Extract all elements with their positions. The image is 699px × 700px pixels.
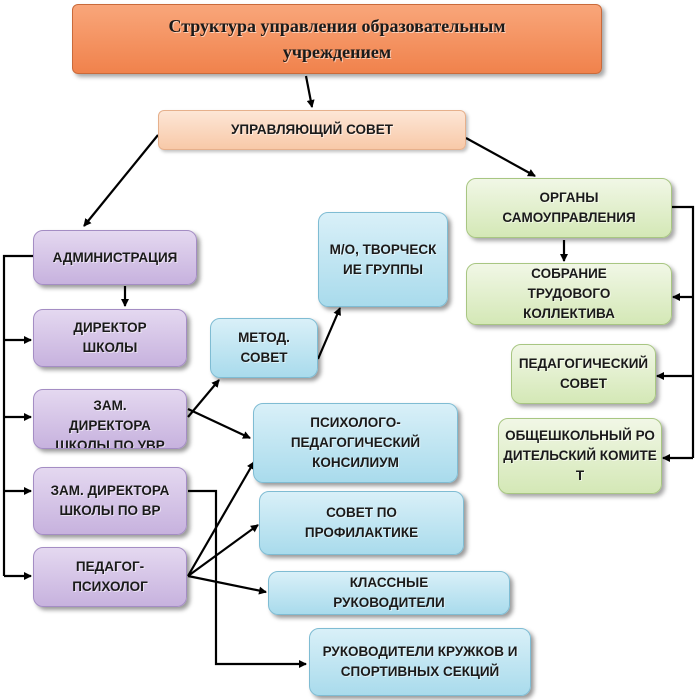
management-council-box: УПРАВЛЯЮЩИЙ СОВЕТ [158,110,466,150]
administration-label: АДМИНИСТРАЦИЯ [52,249,178,265]
deputy-uvr-label: ЗАМ. ДИРЕКТОРА ШКОЛЫ ПО УВР [55,398,165,449]
administration-box: АДМИНИСТРАЦИЯ [33,230,197,285]
class-teachers-label: КЛАССНЫЕ РУКОВОДИТЕЛИ [333,575,445,610]
labor-assembly-label: СОБРАНИЕ ТРУДОВОГО КОЛЛЕКТИВА [523,266,615,321]
arrow-psych-prevention [187,524,259,577]
labor-assembly-box: СОБРАНИЕ ТРУДОВОГО КОЛЛЕКТИВА [466,263,672,325]
pmpk-label: ПСИХОЛОГО-ПЕДАГОГИЧЕСКИЙ КОНСИЛИУМ [290,415,421,470]
self-government-box: ОРГАНЫ САМОУПРАВЛЕНИЯ [466,178,672,238]
diagram-title-text: Структура управления образовательным учр… [168,16,506,62]
arrow-psych-class [187,574,267,595]
deputy-vr-label: ЗАМ. ДИРЕКТОРА ШКОЛЫ ПО ВР [50,483,170,518]
method-council-label: МЕТОД. СОВЕТ [238,330,290,365]
left-bracket [2,254,33,576]
ped-council-box: ПЕДАГОГИЧЕСКИЙ СОВЕТ [511,344,656,404]
arrow-title-council [304,75,315,108]
self-government-label: ОРГАНЫ САМОУПРАВЛЕНИЯ [502,190,636,225]
club-leaders-box: РУКОВОДИТЕЛИ КРУЖКОВ И СПОРТИВНЫХ СЕКЦИЙ [309,628,531,696]
class-teachers-box: КЛАССНЫЕ РУКОВОДИТЕЛИ [268,571,510,615]
psychologist-label: ПЕДАГОГ-ПСИХОЛОГ [72,559,148,594]
parent-committee-box: ОБЩЕШКОЛЬНЫЙ РОДИТЕЛЬСКИЙ КОМИТЕТ [498,418,662,494]
management-council-label: УПРАВЛЯЮЩИЙ СОВЕТ [230,122,393,137]
psychologist-box: ПЕДАГОГ-ПСИХОЛОГ [33,547,187,607]
arrow-uvr-pmpk [187,408,251,439]
arrow-council-admin [83,134,159,227]
ped-council-label: ПЕДАГОГИЧЕСКИЙ СОВЕТ [518,356,649,391]
pmpk-box: ПСИХОЛОГО-ПЕДАГОГИЧЕСКИЙ КОНСИЛИУМ [253,403,458,483]
prevention-label: СОВЕТ ПО ПРОФИЛАКТИКЕ [304,505,419,540]
director-box: ДИРЕКТОР ШКОЛЫ [33,309,187,367]
right-bracket [672,205,695,458]
club-leaders-label: РУКОВОДИТЕЛИ КРУЖКОВ И СПОРТИВНЫХ СЕКЦИЙ [322,644,518,679]
arrow-method-mo [316,307,342,360]
arrow-psych-pmpk [187,461,255,577]
parent-committee-label: ОБЩЕШКОЛЬНЫЙ РОДИТЕЛЬСКИЙ КОМИТЕТ [503,428,657,483]
method-council-box: МЕТОД. СОВЕТ [210,318,318,378]
deputy-uvr-box: ЗАМ. ДИРЕКТОРА ШКОЛЫ ПО УВР [33,389,187,449]
prevention-box: СОВЕТ ПО ПРОФИЛАКТИКЕ [259,491,464,555]
mo-groups-label: М/О, ТВОРЧЕСКИЕ ГРУППЫ [329,241,437,277]
deputy-vr-box: ЗАМ. ДИРЕКТОРА ШКОЛЫ ПО ВР [33,467,187,535]
arrow-vr-clubs [188,489,307,668]
mo-groups-box: М/О, ТВОРЧЕСКИЕ ГРУППЫ [318,212,448,307]
diagram-title: Структура управления образовательным учр… [72,4,602,74]
director-label: ДИРЕКТОР ШКОЛЫ [73,320,147,355]
arrow-council-selfgov [465,137,536,177]
